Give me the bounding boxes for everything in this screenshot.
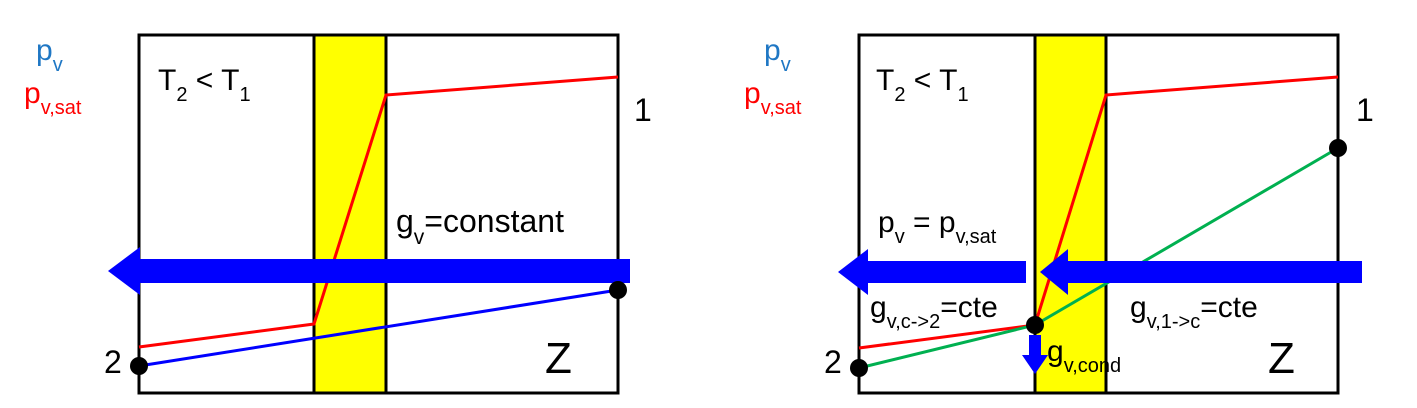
right-point-2-marker [850,359,868,377]
right-equality-label: pv = pv,sat [878,206,997,248]
left-point-2-marker [130,357,148,375]
right-saturation-pressure-curve [858,75,1339,350]
left-point-2-label: 2 [104,344,122,380]
left-vapor-pressure-line [138,288,619,368]
right-condensation-flux-label: gv,cond [1047,335,1121,377]
left-vapor-flux-arrow [108,247,630,295]
right-z-label: Z [1268,334,1295,383]
left-saturation-pressure-curve [138,75,619,349]
right-panel: pv pv,sat T2 < T1 1 2 pv = pv,sat gv,c->… [744,33,1374,395]
right-vapor-flux-arrow-left [838,249,1026,295]
left-pvsat-label: pv,sat [24,77,82,119]
right-pv-label: pv [764,34,791,76]
left-flux-label: gv=constant [396,203,564,249]
right-frame [857,33,1340,395]
left-temperature-relation: T2 < T1 [158,64,251,106]
left-panel: pv pv,sat T2 < T1 1 2 gv=constant Z [24,33,652,395]
left-point-1-marker [609,281,627,299]
right-temperature-relation: T2 < T1 [876,64,969,106]
left-point-1-label: 1 [634,92,652,128]
left-frame [137,33,620,395]
left-pv-label: pv [36,34,63,76]
right-point-1-label: 1 [1356,92,1374,128]
right-point-1-marker [1329,139,1347,157]
right-flux-right-label: gv,1->c=cte [1130,291,1258,333]
left-z-label: Z [545,334,572,383]
right-pvsat-label: pv,sat [744,77,802,119]
right-vapor-flux-arrow-right [1040,249,1362,295]
right-point-2-label: 2 [824,344,842,380]
right-condensation-flux-arrow [1022,335,1048,374]
right-flux-left-label: gv,c->2=cte [870,291,998,333]
right-interface-point-marker [1026,316,1044,334]
